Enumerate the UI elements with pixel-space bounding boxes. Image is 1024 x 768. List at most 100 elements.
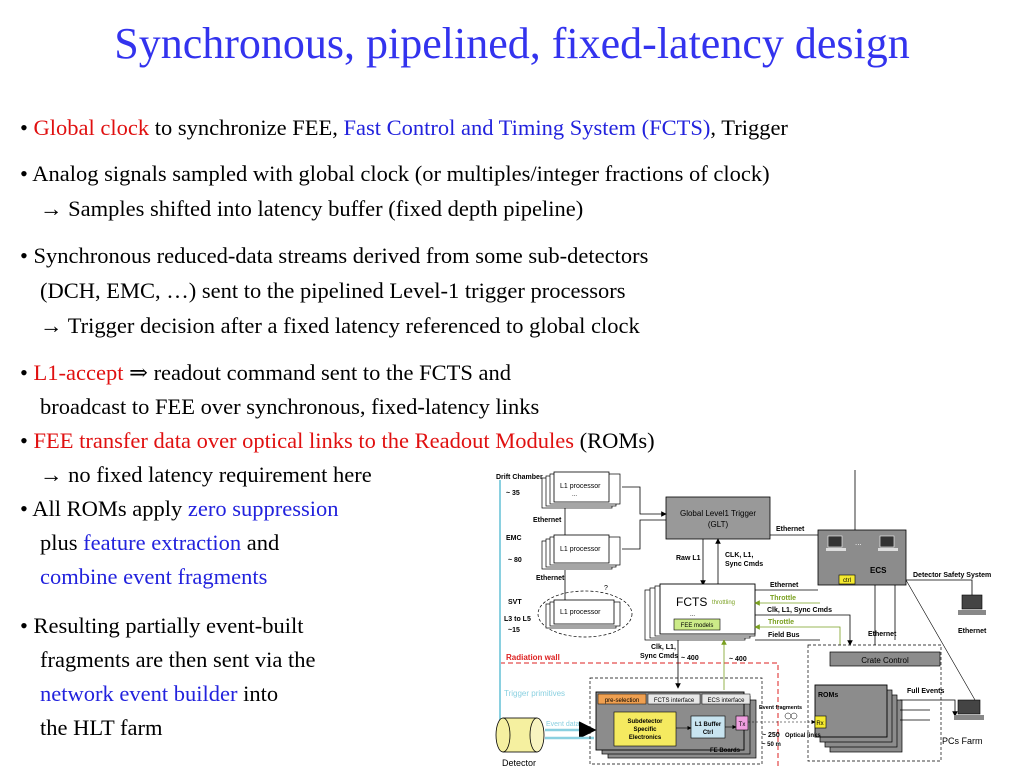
radiation-wall-label: Radiation wall <box>506 653 560 662</box>
fe-boards-label: FE Boards <box>710 748 741 754</box>
ecs-interface-label: ECS interface <box>707 698 745 704</box>
clk-l1-label: Clk, L1, <box>651 644 676 651</box>
bullet-text: to synchronize FEE, <box>149 115 344 140</box>
computer-icon <box>878 535 898 551</box>
crate-dashed-box <box>807 644 942 762</box>
bullet-reduced-data-line2: (DCH, EMC, …) sent to the pipelined Leve… <box>40 278 626 303</box>
clk-l1-sync-label: Clk, L1, Sync Cmds <box>767 607 832 614</box>
bullet-fee-transfer: • FEE transfer data over optical links t… <box>20 428 655 453</box>
bullet-event-built: • Resulting partially event-built <box>20 613 304 638</box>
l1-processor-label: L1 processor <box>560 546 601 553</box>
optical-count-label: ~ 250 <box>762 732 780 739</box>
l1-processor-svt <box>545 599 621 629</box>
bullet-dot: • <box>20 496 28 521</box>
throttle-label: Throttle <box>768 619 794 626</box>
emc-label: EMC <box>506 535 522 542</box>
bullet-l1-accept-line2: broadcast to FEE over synchronous, fixed… <box>40 394 540 419</box>
bullet-text: , Trigger <box>710 115 788 140</box>
ethernet-label: Ethernet <box>536 575 565 582</box>
crate-control-label: Crate Control <box>861 656 909 665</box>
pcs-farm-icon <box>954 699 984 720</box>
l1-buffer-label: L1 Buffer <box>695 722 722 728</box>
throttling-label: throttling <box>712 600 735 606</box>
fcts-interface-label: FCTS interface <box>654 698 695 704</box>
ellipsis-label: ... <box>855 538 862 547</box>
bullet-text: Samples shifted into latency buffer (fix… <box>62 196 584 221</box>
count-400-label: ~ 400 <box>729 656 747 663</box>
bullet-text: Resulting partially event-built <box>33 613 304 638</box>
fcts-text: Fast Control and Timing System (FCTS) <box>343 115 711 140</box>
bullet-text: no fixed latency requirement here <box>62 462 372 487</box>
roms-label: ROMs <box>818 692 838 699</box>
bullet-event-built-line3: network event builder into <box>40 681 279 706</box>
svt-dashed-ellipse <box>537 590 633 638</box>
roms-box <box>814 684 903 753</box>
feature-extraction-text: feature extraction <box>83 530 242 555</box>
glt-label: Global Level1 Trigger <box>680 509 756 518</box>
ethernet-label: Ethernet <box>776 526 805 533</box>
detector-label: Detector <box>502 758 536 768</box>
glt-box <box>665 496 771 540</box>
bullet-dot: • <box>20 613 28 638</box>
arrow-icon: → <box>40 313 63 338</box>
ecs-interface-box <box>701 693 751 705</box>
fe-dashed-box <box>589 677 763 765</box>
tx-label: Tx <box>739 722 746 728</box>
bullet-event-built-line2: fragments are then sent via the <box>40 647 316 672</box>
bullet-global-clock: • Global clock to synchronize FEE, Fast … <box>20 115 788 140</box>
bullet-text: into <box>237 681 279 706</box>
tx-box <box>735 715 749 731</box>
svt-l3-label: L3 to L5 <box>504 616 531 623</box>
bullet-text: All ROMs apply <box>32 496 188 521</box>
l1-accept-text: L1-accept <box>33 360 124 385</box>
bullet-roms: • All ROMs apply zero suppression <box>20 496 339 521</box>
ethernet-label: Ethernet <box>958 628 987 635</box>
bullet-event-built-line4: the HLT farm <box>40 715 163 740</box>
bullet-reduced-data-line3: → Trigger decision after a fixed latency… <box>40 313 640 338</box>
ethernet-label: Ethernet <box>533 517 562 524</box>
ecs-label: ECS <box>870 566 887 575</box>
bullet-analog-signals: • Analog signals sampled with global clo… <box>20 161 770 186</box>
bullet-l1-accept: • L1-accept ⇒ readout command sent to th… <box>20 360 512 385</box>
rx-label: Rx <box>816 721 823 727</box>
ctrl-box <box>838 574 856 585</box>
drift-chamber-label: Drift Chamber <box>496 474 543 481</box>
bullet-dot: • <box>20 428 28 453</box>
emc-count: ~ 80 <box>508 557 522 564</box>
architecture-diagram: Radiation wall Trigger primitives Event … <box>495 470 991 768</box>
ctrl-label: ctrl <box>843 578 851 584</box>
bullet-analog-signals-cont: → Samples shifted into latency buffer (f… <box>40 196 584 221</box>
crate-control-box <box>829 651 941 667</box>
fcts-interface-box <box>647 693 701 705</box>
network-event-builder-text: network event builder <box>40 681 238 706</box>
fee-models-label: FEE models <box>681 623 714 629</box>
raw-l1-label: Raw L1 <box>676 555 701 562</box>
bullet-fee-transfer-line2: → no fixed latency requirement here <box>40 462 372 487</box>
bullet-text: Analog signals sampled with global clock… <box>32 161 770 186</box>
svt-label: SVT <box>508 599 522 606</box>
slide-title: Synchronous, pipelined, fixed-latency de… <box>114 19 910 68</box>
subdetector-label-3: Electronics <box>629 735 662 741</box>
fcts-label: FCTS <box>676 595 707 609</box>
subdetector-label-2: Specific <box>633 727 657 733</box>
length-label: ~ 50 m <box>762 742 781 748</box>
svt-count: ~15 <box>508 627 520 634</box>
sync-cmds-label: Sync Cmds <box>640 653 678 660</box>
bullet-text: readout command sent to the FCTS and <box>153 360 512 385</box>
computer-icon <box>826 535 846 551</box>
pcs-farm-label: PCs Farm <box>942 736 983 746</box>
safety-computer-icon <box>958 594 986 615</box>
bullet-dot: • <box>20 115 28 140</box>
detector-icon <box>495 717 545 753</box>
bullet-text: plus <box>40 530 84 555</box>
bullet-dot: • <box>20 360 28 385</box>
fee-models-box <box>673 618 721 631</box>
clk-l1-label: CLK, L1, <box>725 552 753 559</box>
fee-transfer-text: FEE transfer data over optical links to … <box>33 428 575 453</box>
event-data-label: Event data <box>546 721 580 728</box>
arrow-icon: → <box>40 196 63 221</box>
pre-selection-box <box>597 693 647 705</box>
bullet-text: Synchronous reduced-data streams derived… <box>33 243 649 268</box>
ellipsis-label: ... <box>690 612 695 618</box>
fcts-box <box>644 583 756 641</box>
